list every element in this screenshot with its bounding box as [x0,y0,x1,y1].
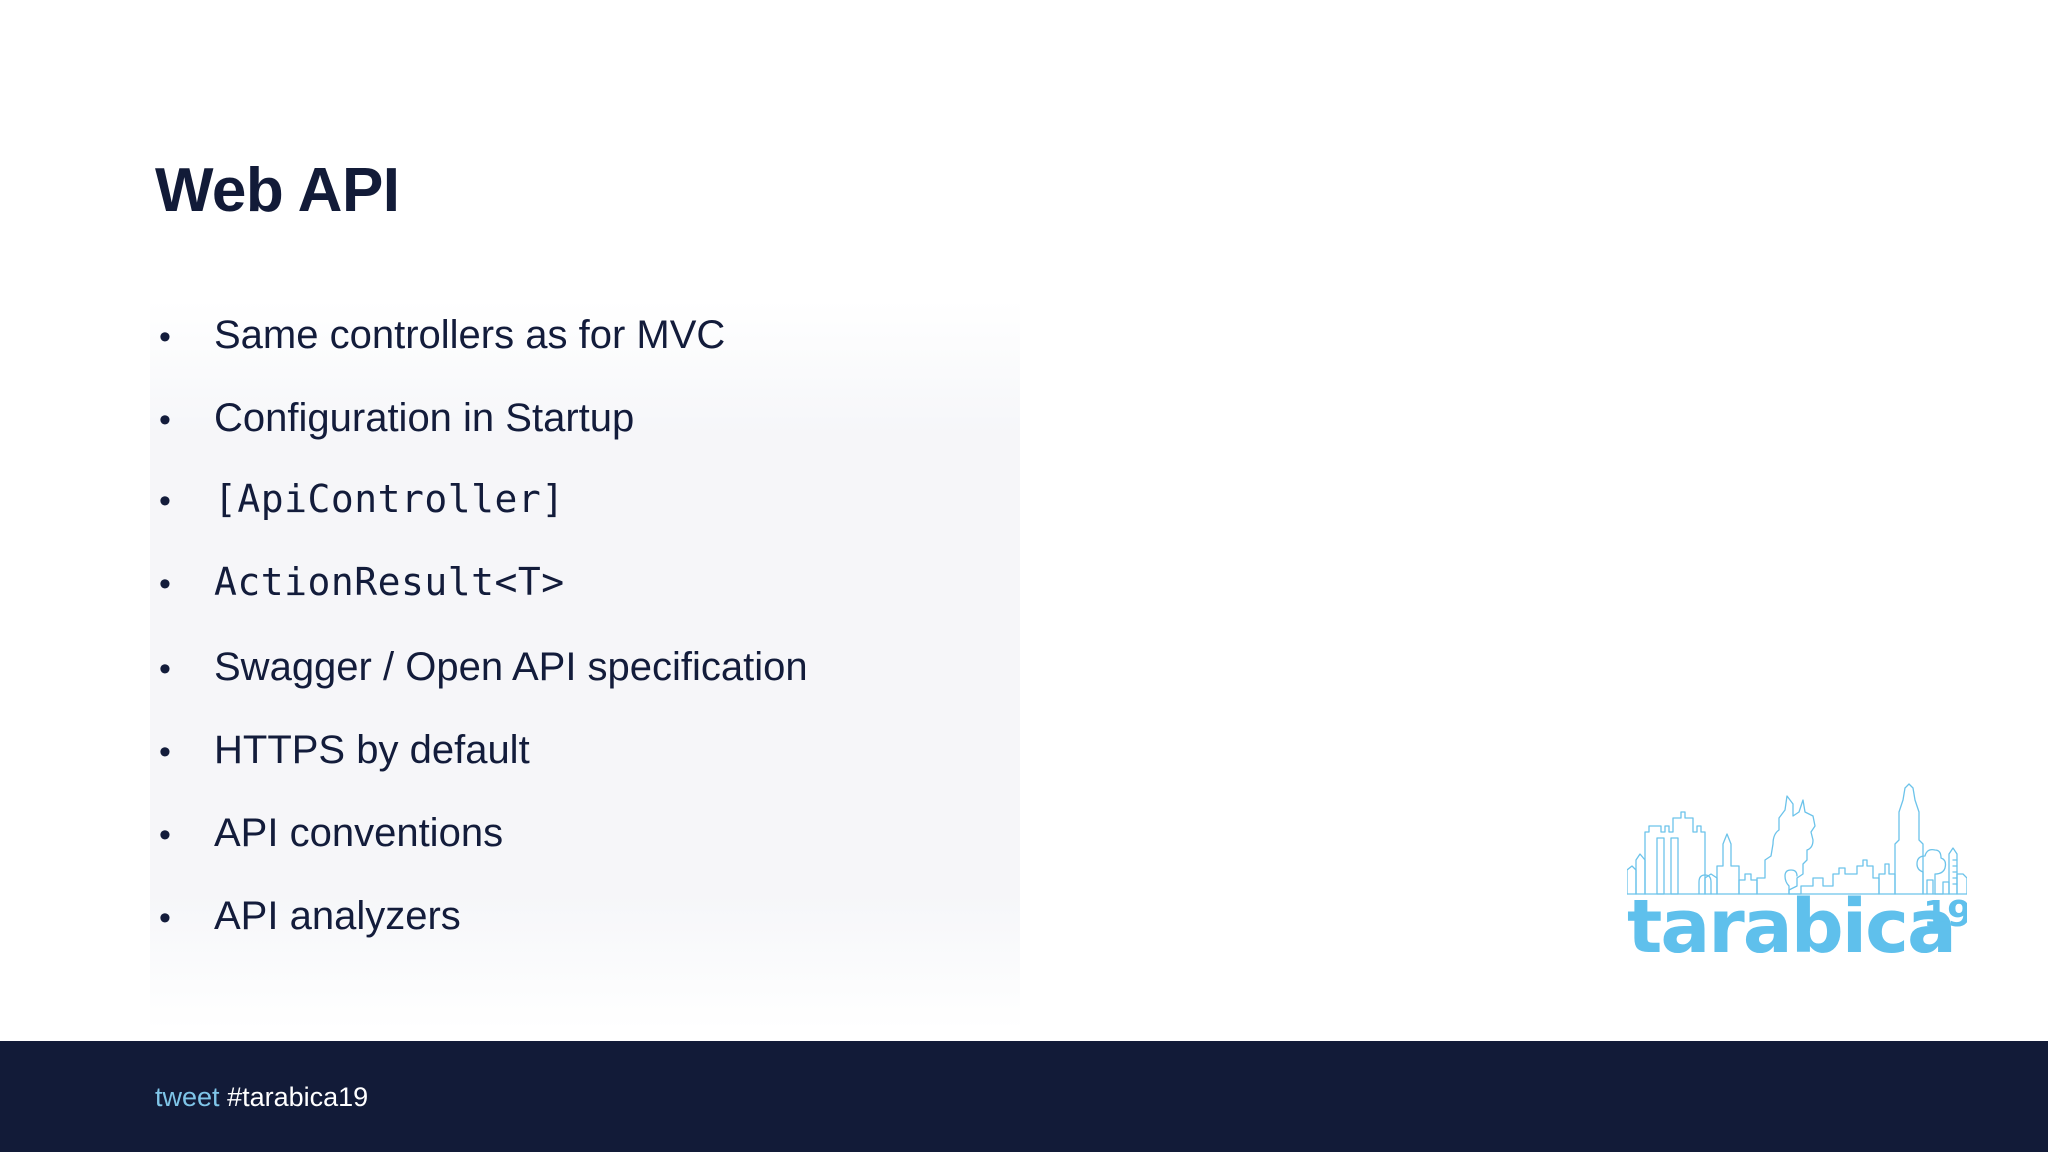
bullet-dot-icon: • [159,401,171,439]
bullet-dot-icon: • [159,650,171,688]
bullet-list: • Same controllers as for MVC • Configur… [150,312,1450,976]
tarabica-logo: tarabica 19 [1627,782,1967,972]
list-item: • Configuration in Startup [150,395,1450,478]
list-item: • [ApiController] [150,477,1450,561]
list-item: • Same controllers as for MVC [150,312,1450,395]
bullet-dot-icon: • [159,318,171,356]
list-item: • HTTPS by default [150,727,1450,810]
list-item-label: [ApiController] [214,477,565,521]
bullet-dot-icon: • [159,733,171,771]
bullet-dot-icon: • [159,899,171,937]
list-item-label: ActionResult<T> [214,560,565,604]
svg-text:19: 19 [1923,894,1967,935]
list-item-label: Swagger / Open API specification [214,645,808,689]
hashtag-label: #tarabica19 [227,1082,369,1112]
list-item: • ActionResult<T> [150,560,1450,644]
list-item: • API conventions [150,810,1450,893]
list-item-label: API analyzers [214,894,461,938]
footer-bar [0,1041,2048,1152]
bullet-dot-icon: • [159,565,171,603]
city-skyline-icon [1627,783,1967,895]
list-item-label: API conventions [214,811,504,855]
list-item: • Swagger / Open API specification [150,644,1450,727]
list-item-label: Same controllers as for MVC [214,313,726,357]
list-item-label: Configuration in Startup [214,396,635,440]
bullet-dot-icon: • [159,482,171,520]
tarabica-wordmark: tarabica 19 [1627,890,1967,970]
list-item: • API analyzers [150,893,1450,976]
bullet-dot-icon: • [159,816,171,854]
footer-caption: tweet #tarabica19 [155,1084,368,1111]
page-title: Web API [155,155,400,225]
list-item-label: HTTPS by default [214,728,530,772]
svg-text:tarabica: tarabica [1627,890,1955,970]
tweet-link[interactable]: tweet [155,1082,220,1112]
